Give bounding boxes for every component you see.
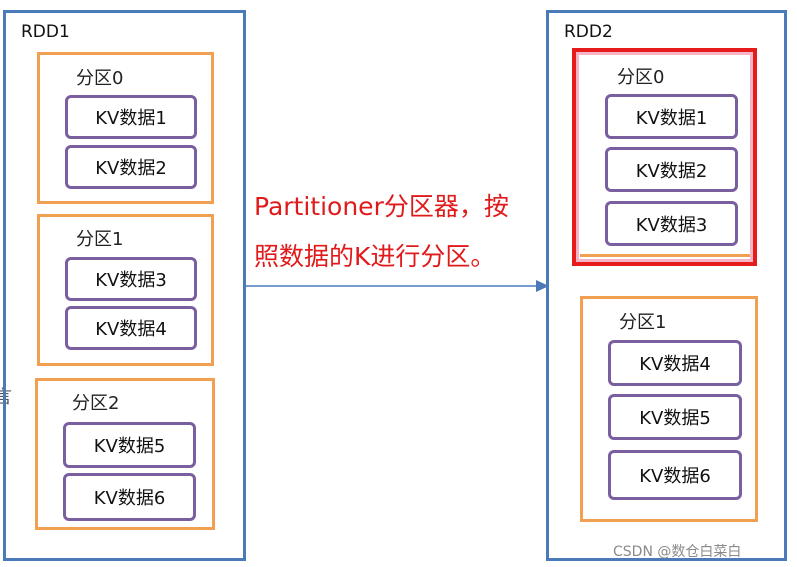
rdd2-kv-item: KV数据1 [605,94,738,139]
rdd1-partition-0-label: 分区0 [76,68,124,89]
rdd1-container [3,10,246,561]
caption-line-2: 照数据的K进行分区。 [254,242,496,271]
rdd1-title: RDD1 [21,22,70,42]
caption-line-1: Partitioner分区器，按 [254,192,509,221]
rdd2-partition-0-label: 分区0 [617,67,665,88]
rdd1-kv-item: KV数据1 [65,95,197,139]
rdd1-partition-2-label: 分区2 [72,393,120,414]
rdd2-partition-0-highlighted [572,48,757,266]
rdd1-kv-item: KV数据4 [65,306,197,350]
rdd2-container [546,10,787,561]
rdd1-partition-0 [37,52,214,204]
rdd2-kv-item: KV数据5 [608,394,742,440]
rdd1-kv-item: KV数据5 [63,422,196,468]
rdd1-partition-2 [35,378,215,530]
rdd1-partition-1 [37,214,214,366]
rdd1-kv-item: KV数据2 [65,145,197,189]
rdd2-kv-item: KV数据2 [605,147,738,192]
rdd1-kv-item: KV数据3 [65,257,197,301]
partition-bottom-edge [580,254,750,257]
rdd2-partition-1-label: 分区1 [619,312,667,333]
rdd1-partition-1-label: 分区1 [76,229,124,250]
arrow-right-icon [246,280,549,292]
rdd2-partition-1 [580,296,758,522]
rdd2-kv-item: KV数据6 [608,450,742,500]
rdd2-kv-item: KV数据3 [605,201,738,246]
rdd1-kv-item: KV数据6 [63,473,196,521]
rdd2-kv-item: KV数据4 [608,340,742,386]
rdd2-title: RDD2 [564,22,613,42]
watermark: CSDN @数仓白菜白 [613,544,742,560]
